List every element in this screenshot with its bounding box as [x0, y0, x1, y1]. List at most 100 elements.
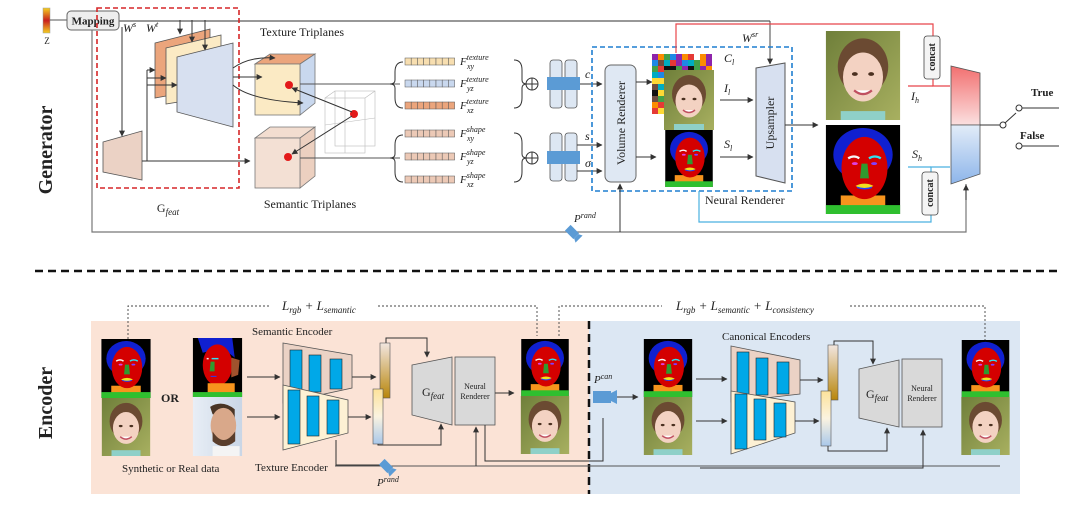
concat-bottom-box: concat [921, 171, 939, 216]
canonical-semantic-encoder [730, 345, 801, 403]
p-can-label: Pcan [593, 372, 612, 386]
g-feat-stage2: Gfeat [858, 359, 900, 428]
s-l-label: Sl [724, 137, 733, 153]
true-false-switch [999, 104, 1059, 150]
texture-triplanes-label: Texture Triplanes [260, 25, 344, 39]
density-sigma-label: σ [585, 156, 592, 170]
texture-encoder-label: Texture Encoder [255, 462, 328, 474]
neural-renderer-label: Neural Renderer [705, 193, 785, 207]
svg-text:Neural: Neural [911, 384, 934, 393]
neural-renderer-stage1: Neural Renderer [454, 356, 496, 426]
input-synthetic-semantic [100, 339, 152, 398]
camera-icon-p-rand [564, 224, 583, 243]
true-label: True [1031, 87, 1054, 99]
volume-renderer-label: Volume Renderer [614, 81, 628, 165]
concat-top-label: concat [927, 42, 938, 70]
semantic-generator [102, 130, 143, 181]
stage1-output-semantic [520, 339, 570, 396]
dual-discriminator [950, 65, 981, 185]
input-synthetic-rgb [100, 398, 152, 456]
section-label-encoder: Encoder [35, 367, 57, 439]
texture-encoder [282, 384, 349, 451]
p-rand-encoder-label: Prand [376, 475, 400, 489]
color-c-label: c [585, 67, 591, 81]
stage1-output-rgb [519, 396, 571, 454]
false-label: False [1020, 130, 1045, 142]
z-label: Z [44, 36, 50, 46]
g-feat-stage1: Gfeat [411, 356, 453, 426]
w-s-label: Ws [123, 20, 136, 35]
camera-icon-p-rand-encoder [378, 458, 397, 477]
svg-text:Gfeat: Gfeat [422, 385, 445, 401]
low-res-rgb-image [663, 70, 715, 130]
neural-renderer-stage2: Neural Renderer [901, 358, 943, 428]
high-res-semantic-image [824, 125, 902, 214]
texture-latent [372, 388, 384, 445]
neural-renderer-dashed-box [591, 46, 793, 192]
w-t-label: Wt [146, 20, 159, 35]
section-label-generator: Generator [35, 105, 57, 194]
volume-renderer: Volume Renderer [604, 64, 637, 183]
g-feat-label: Gfeat [157, 201, 180, 217]
texture-generator [154, 28, 234, 128]
low-res-semantic-image [664, 130, 714, 187]
input-real-rgb [192, 397, 243, 456]
camera-icon-p-can [593, 390, 617, 404]
i-l-label: Il [723, 81, 731, 97]
stage2-input-rgb [642, 397, 694, 455]
semantic-encoder-label: Semantic Encoder [252, 326, 333, 338]
canonical-encoders-label: Canonical Encoders [722, 331, 810, 343]
sampling-grid [324, 90, 376, 154]
w-sr-label: Wsr [742, 30, 759, 45]
canonical-texture-encoder [730, 390, 796, 455]
s-h-label: Sh [912, 147, 922, 163]
p-rand-label: Prand [573, 211, 597, 225]
mapping-network: Mapping [66, 10, 120, 31]
i-h-label: Ih [910, 89, 919, 105]
concat-top-box: concat [923, 35, 941, 80]
or-label: OR [161, 391, 179, 405]
upsampler-label: Upsampler [763, 97, 777, 150]
data-caption: Synthetic or Real data [122, 463, 220, 475]
semantic-encoder [282, 342, 353, 404]
svg-text:Renderer: Renderer [907, 394, 937, 403]
g-feat-dashed-box [96, 7, 240, 189]
semantic-s-label: s [585, 129, 590, 143]
stage2-output-rgb [960, 397, 1011, 455]
upsampler: Upsampler [755, 62, 786, 184]
loss-stage1: Lrgb + Lsemantic [281, 298, 356, 315]
semantic-latent [379, 342, 391, 399]
c-l-label: Cl [724, 51, 735, 67]
input-real-semantic [192, 338, 243, 397]
semantic-triplanes-label: Semantic Triplanes [264, 197, 357, 211]
sum-icon-texture [525, 77, 539, 91]
loss-stage2: Lrgb + Lsemantic + Lconsistency [675, 298, 814, 315]
latent-z-icon [42, 7, 51, 34]
svg-text:Neural: Neural [464, 382, 487, 391]
stage2-input-semantic [642, 339, 694, 397]
sum-icon-shape [525, 151, 539, 165]
stage2-output-semantic [960, 340, 1011, 397]
high-res-rgb-image [824, 31, 902, 120]
canonical-texture-latent [820, 390, 832, 447]
svg-text:Gfeat: Gfeat [866, 387, 889, 403]
svg-text:Renderer: Renderer [460, 392, 490, 401]
shape-decoder-mlp [547, 132, 580, 182]
concat-bottom-label: concat [925, 178, 936, 206]
canonical-semantic-latent [827, 344, 839, 401]
